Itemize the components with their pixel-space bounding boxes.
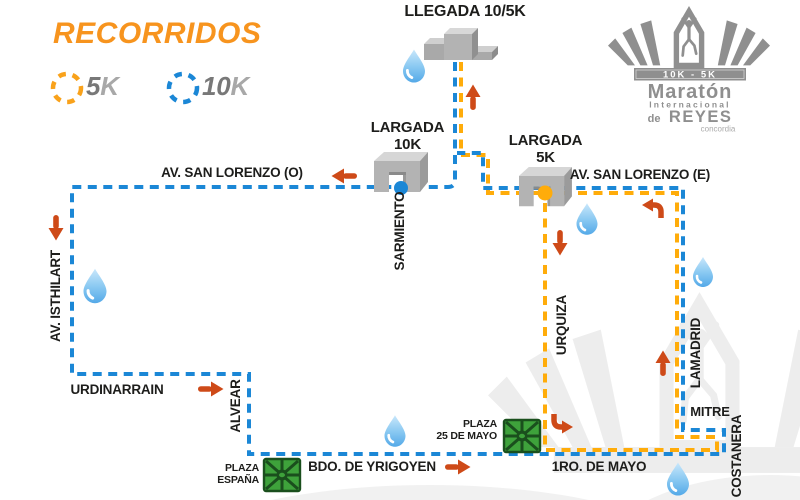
street-label-san-lorenzo-e: AV. SAN LORENZO (E) (569, 167, 711, 182)
arrow-south-icon (552, 230, 568, 256)
street-label-alvear: ALVEAR (228, 379, 243, 433)
plaza-espana-line2: ESPAÑA (217, 474, 259, 486)
legend-10k-number: 10 (202, 71, 231, 101)
start-10k-line2: 10K (394, 136, 421, 153)
logo-subtitle: Internacional (649, 100, 731, 110)
legend-5k-unit: K (100, 71, 119, 101)
start-10k-line1: LARGADA (370, 119, 445, 136)
arrow-east-icon (198, 381, 224, 397)
street-label-urdinarrain: URDINARRAIN (70, 382, 164, 397)
route-10k-path (70, 62, 726, 456)
arrow-turn-left-icon (642, 198, 664, 218)
finish-label: LLEGADA 10/5K (404, 3, 526, 20)
legend-5k-circle-icon (50, 71, 84, 105)
arrow-north-icon (465, 84, 481, 110)
logo-de: de (648, 113, 661, 125)
logo-distances: 10K - 5K (663, 70, 717, 81)
plaza-25-de-mayo-line1: PLAZA (463, 418, 497, 430)
logo-reyes: REYES (669, 108, 732, 126)
street-label-yrigoyen: BDO. DE YRIGOYEN (308, 459, 436, 474)
start-10k-label: LARGADA 10K (345, 119, 470, 153)
route-5k-path (459, 62, 719, 452)
start-5k-label: LARGADA 5K (483, 132, 608, 166)
start-5k-line1: LARGADA (508, 132, 583, 149)
start-5k-line2: 5K (536, 149, 555, 166)
water-station-icon (383, 413, 407, 449)
water-station-icon (82, 267, 108, 305)
page-title: RECORRIDOS (53, 17, 262, 50)
direction-arrows (48, 84, 671, 475)
street-label-san-lorenzo-o: AV. SAN LORENZO (O) (161, 165, 303, 180)
logo-title: Maratón (648, 81, 733, 103)
legend-item-10k: 10K (202, 71, 249, 102)
street-label-sarmiento: SARMIENTO (392, 191, 407, 271)
water-station-icon (691, 255, 715, 289)
plaza-espana-line1: PLAZA (225, 462, 259, 474)
water-station-icon (575, 201, 599, 237)
plaza-25-de-mayo-icon (502, 418, 542, 454)
street-label-lamadrid: LAMADRID (688, 317, 703, 389)
start-10k-dot (394, 181, 408, 195)
legend-10k-circle-icon (166, 71, 200, 105)
arrow-west-icon (331, 168, 357, 184)
plaza-25-de-mayo-line2: 25 DE MAYO (436, 430, 497, 442)
street-label-1ro-de-mayo: 1RO. DE MAYO (551, 459, 647, 474)
logo-city: concordia (701, 125, 736, 134)
legend-item-5k: 5K (86, 71, 119, 102)
legend-5k-number: 5 (86, 71, 101, 101)
street-label-isthilart: AV. ISTHILART (48, 250, 63, 342)
start-5k-dot (537, 185, 553, 201)
plaza-espana-label: PLAZA ESPAÑA (194, 462, 259, 486)
street-label-urquiza: URQUIZA (554, 294, 569, 356)
legend-10k-unit: K (230, 71, 250, 101)
crown-runner-icon (608, 11, 770, 65)
svg-text:de REYES: de REYES (648, 108, 733, 126)
arrow-turn-right-icon (551, 414, 573, 434)
event-logo: 10K - 5K Maratón Internacional de REYES … (608, 11, 770, 134)
finish-podium-icon (424, 28, 498, 60)
plaza-25-de-mayo-label: PLAZA 25 DE MAYO (417, 418, 497, 442)
water-station-icon (401, 48, 427, 84)
street-label-mitre: MITRE (690, 404, 730, 419)
